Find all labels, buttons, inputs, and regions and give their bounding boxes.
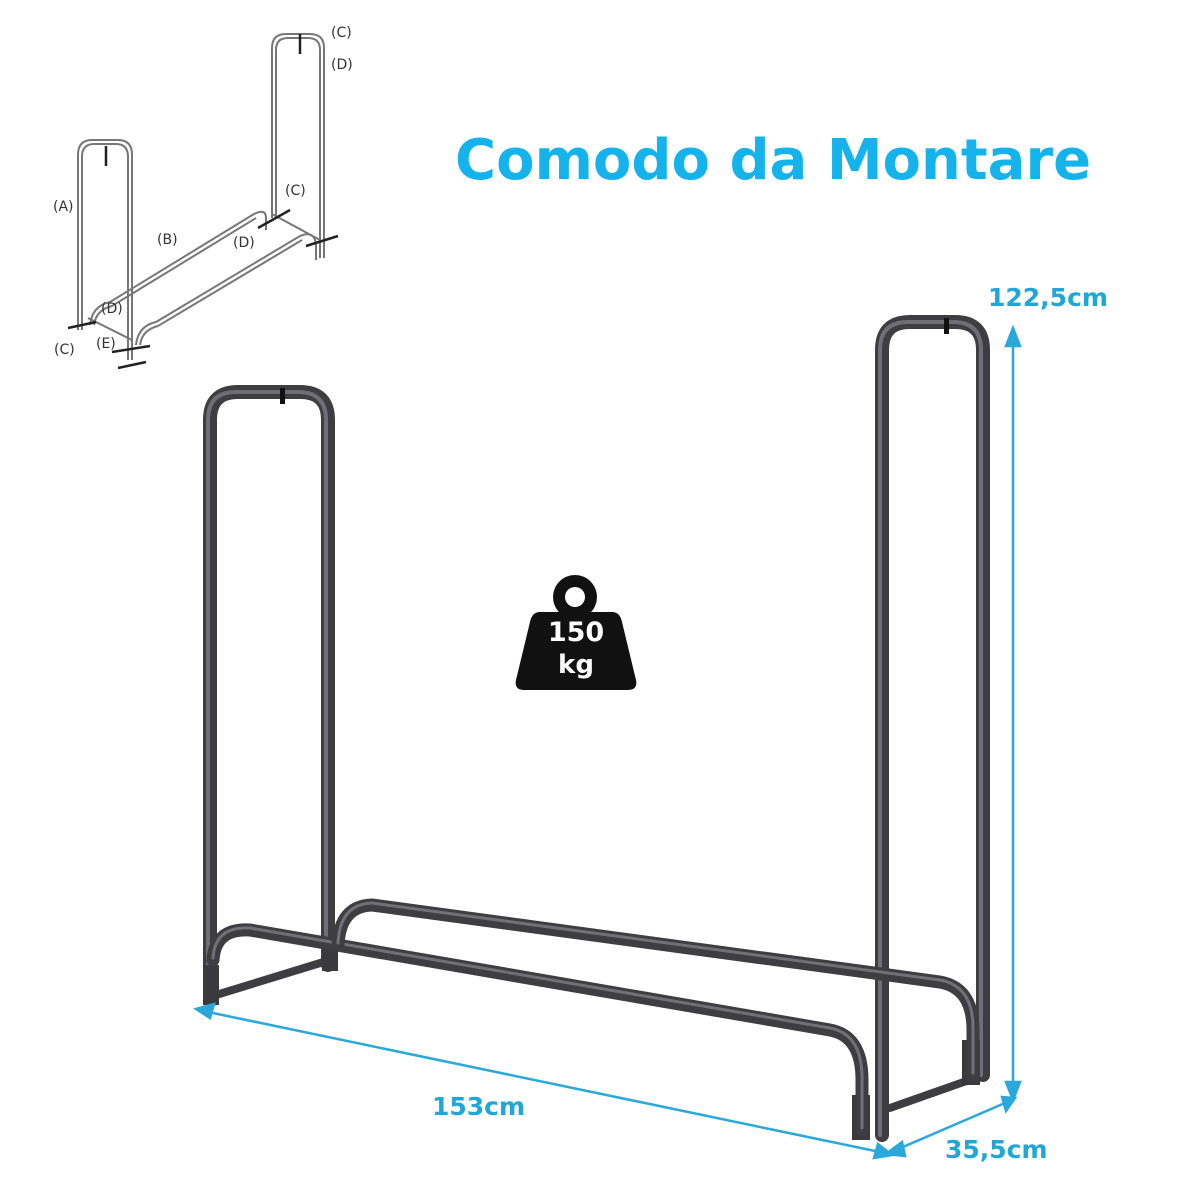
headline: Comodo da Montare	[455, 128, 1092, 193]
part-label-c-right: (C)	[285, 183, 306, 199]
weight-icon	[515, 575, 637, 690]
frame-bolts	[280, 318, 949, 404]
part-label-c-top: (C)	[331, 25, 352, 41]
part-label-e: (E)	[96, 336, 116, 352]
part-label-d-right: (D)	[233, 235, 255, 251]
part-label-d-top: (D)	[331, 57, 353, 73]
width-dimension-label: 153cm	[432, 1092, 526, 1121]
weight-unit: kg	[558, 650, 594, 680]
part-label-a: (A)	[53, 199, 74, 215]
right-frame	[852, 315, 990, 1142]
part-label-c-left: (C)	[54, 342, 75, 358]
bottom-rails	[206, 898, 980, 1137]
assembly-diagram	[67, 33, 339, 370]
dimension-lines	[192, 324, 1022, 1160]
weight-value: 150	[547, 617, 605, 648]
left-frame	[203, 385, 338, 1007]
depth-dimension-label: 35,5cm	[945, 1135, 1048, 1164]
part-label-b: (B)	[157, 232, 178, 248]
part-label-d-left: (D)	[101, 301, 123, 317]
height-dimension-label: 122,5cm	[988, 283, 1108, 312]
